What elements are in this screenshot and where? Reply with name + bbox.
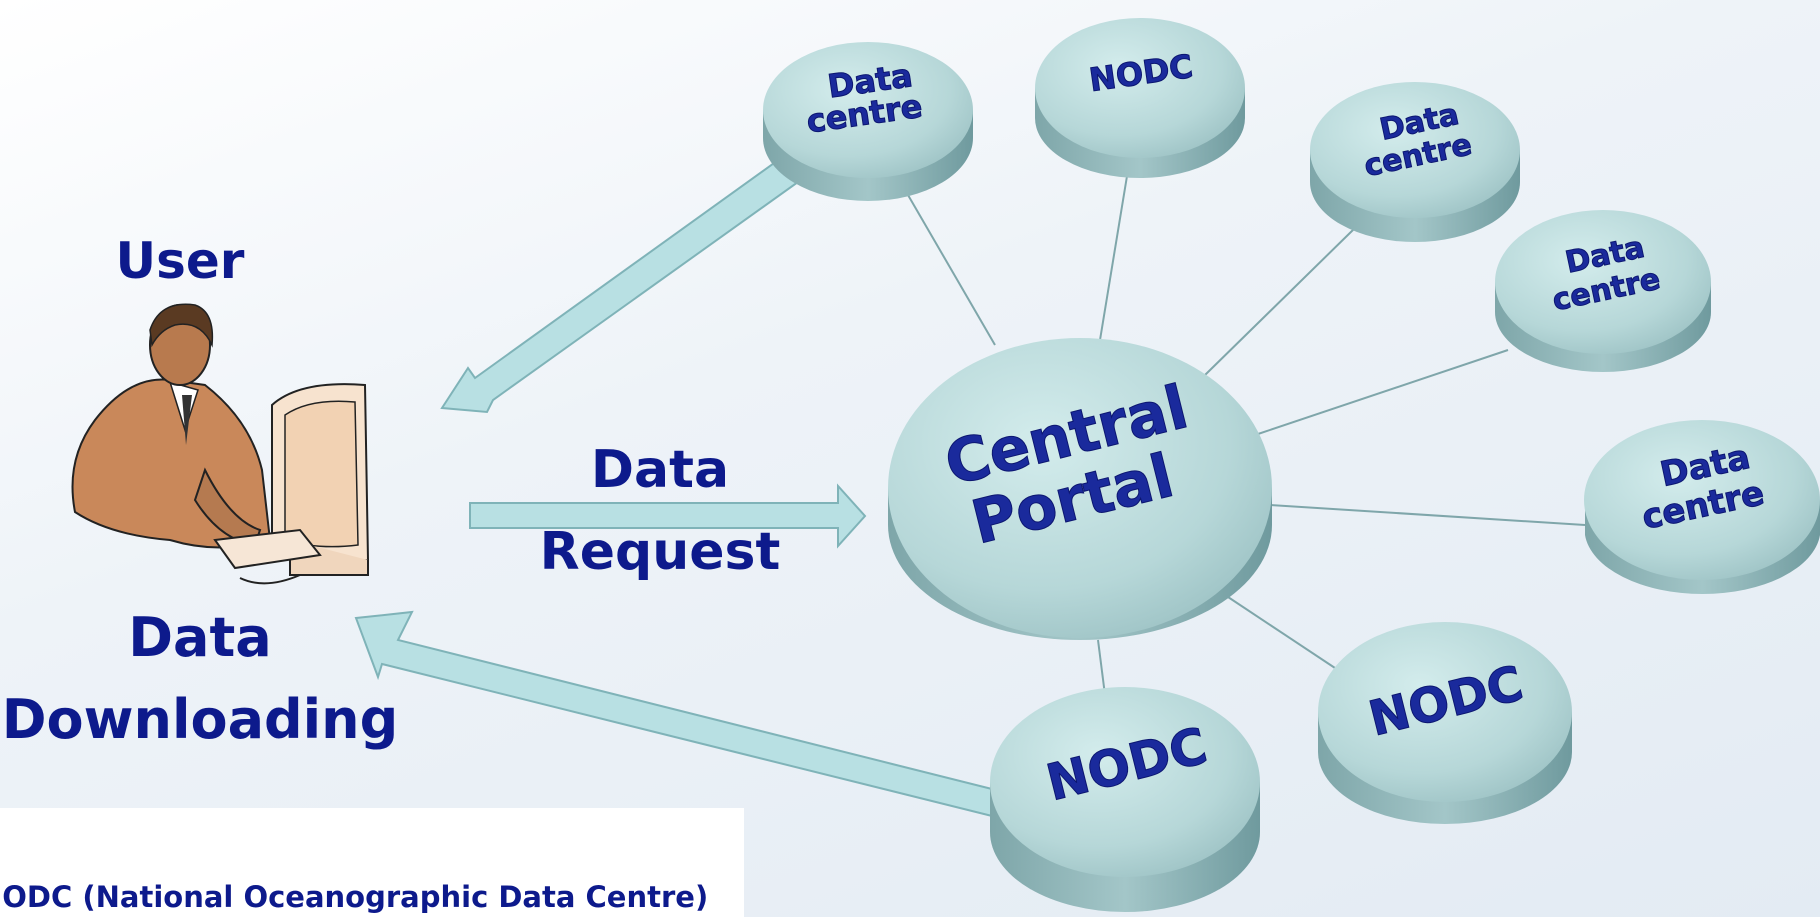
data-downloading-label-line1: Data [128, 606, 272, 669]
central-portal-disk: Central Portal [888, 338, 1272, 640]
data-centre-disk: Data centre [1584, 420, 1820, 595]
connector-line [1224, 594, 1336, 669]
data-centre-disk: Data centre [763, 42, 973, 201]
connector-line [1254, 349, 1509, 436]
data-centre-disk: Data centre [1495, 210, 1711, 372]
user-label: User [115, 232, 245, 290]
connector-line [907, 194, 996, 346]
connector-line [1099, 169, 1129, 341]
data-centre-disk: Data centre [1310, 82, 1520, 242]
data-downloading-label-line2: Downloading [1, 688, 399, 751]
arrows [354, 146, 998, 818]
user-at-computer-icon [71, 303, 370, 585]
connector-line [1269, 504, 1586, 526]
data-request-label-line1: Data [590, 440, 730, 500]
note-box [0, 808, 744, 917]
nodc-footnote: NODC (National Oceanographic Data Centre… [0, 880, 709, 914]
connector-line [1097, 639, 1106, 696]
connector-line [1204, 227, 1356, 376]
download-arrow-upper [440, 146, 814, 414]
nodc-disk: NODC [1318, 622, 1572, 824]
request-arrow [469, 483, 867, 549]
nodc-disk: NODC [990, 687, 1260, 912]
data-request-label-line2: Request [539, 522, 781, 582]
connector-lines [907, 169, 1586, 696]
download-arrow-lower [354, 610, 998, 818]
nodc-disk: NODC [1035, 18, 1245, 178]
